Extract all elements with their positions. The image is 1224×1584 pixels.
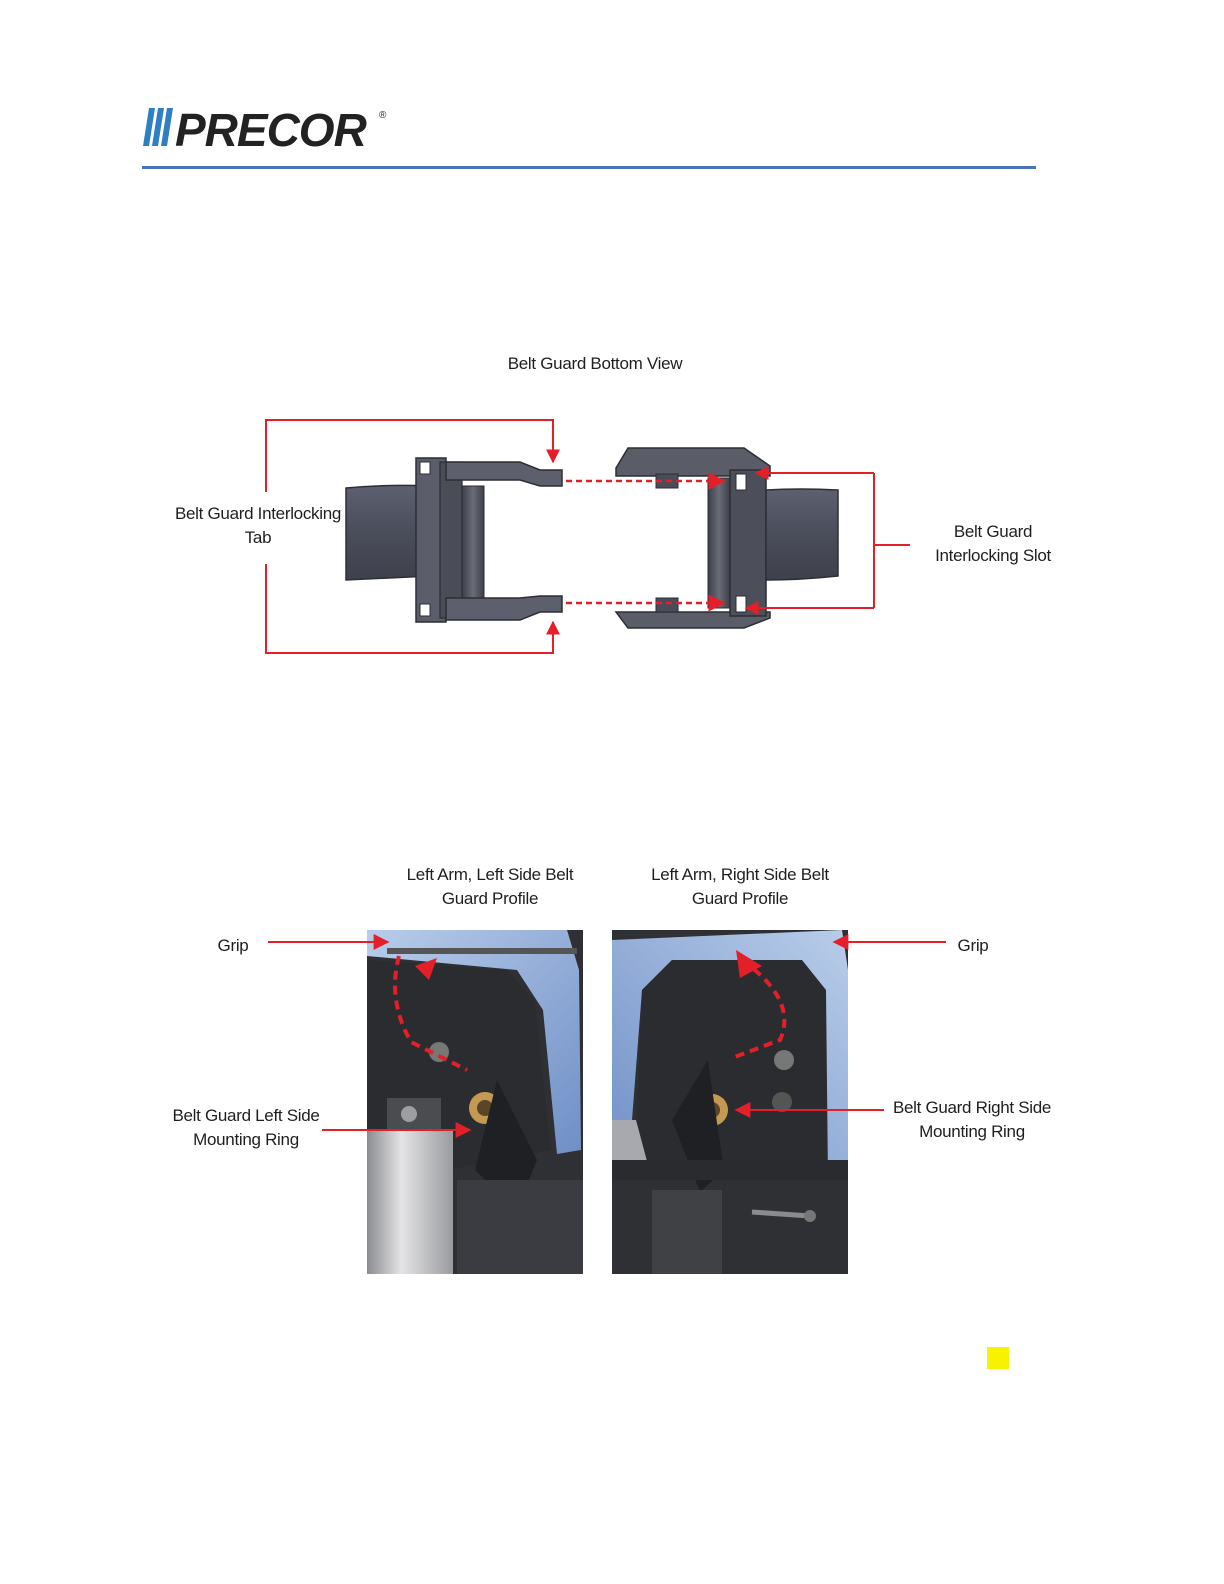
right-belt-band [766,489,838,580]
right-profile-title-line1: Left Arm, Right Side Belt [630,863,850,887]
profile-callout-arrows [0,900,1224,1200]
left-belt-guard-frame [416,458,562,622]
highlight-marker [987,1347,1009,1369]
belt-guard-bottom-view-diagram [0,0,1224,700]
right-belt-guard-frame [616,448,770,628]
left-profile-title-line1: Left Arm, Left Side Belt [390,863,590,887]
